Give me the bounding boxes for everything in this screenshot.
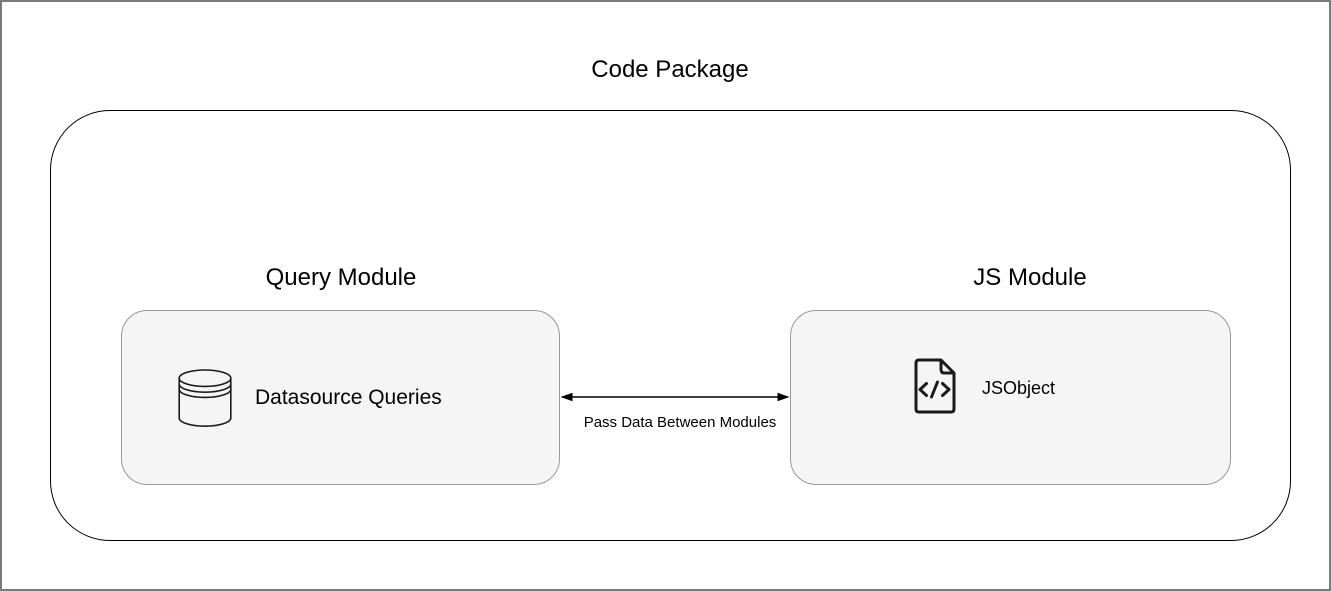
jsobject-label: JSObject — [982, 378, 1056, 398]
database-icon — [178, 369, 232, 427]
js-module-box — [790, 310, 1231, 485]
diagram-title: Code Package — [591, 56, 749, 83]
bidirectional-arrow — [560, 392, 790, 402]
code-file-icon — [914, 358, 956, 414]
connector-label: Pass Data Between Modules — [583, 414, 777, 431]
query-module-label: Query Module — [265, 264, 417, 291]
code-package-container — [50, 110, 1291, 541]
query-module-box — [121, 310, 560, 485]
js-module-label: JS Module — [973, 264, 1087, 291]
datasource-queries-label: Datasource Queries — [255, 386, 442, 409]
